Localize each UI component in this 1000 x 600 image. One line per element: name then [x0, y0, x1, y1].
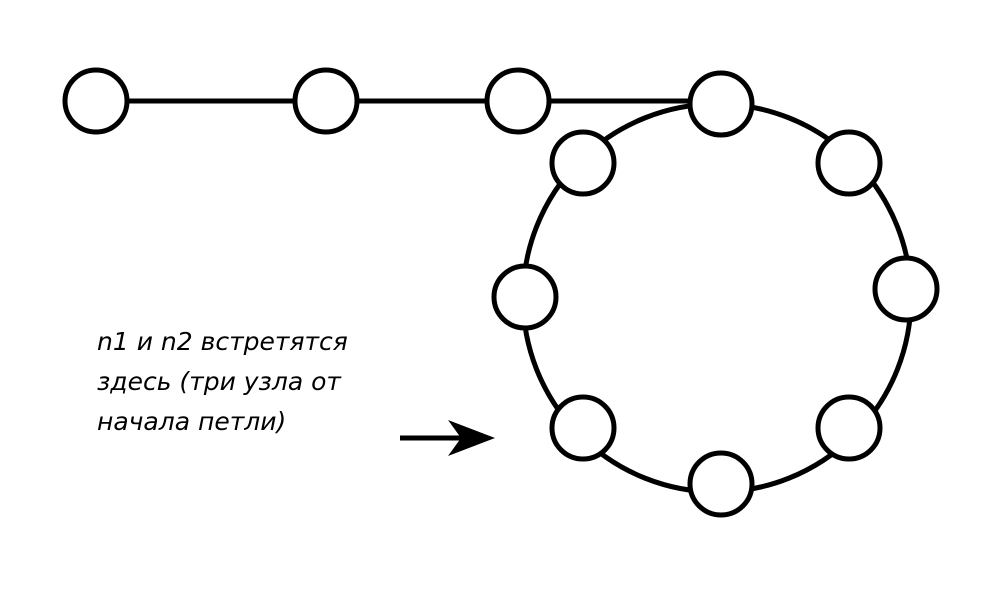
- meeting-point-caption: n1 и n2 встретятся здесь (три узла от на…: [97, 322, 437, 442]
- caption-line-2: здесь (три узла от: [97, 367, 341, 396]
- loop-node-top-right: [815, 129, 883, 197]
- loop-node-top: [687, 70, 755, 138]
- arrow-head: [448, 420, 495, 456]
- loop-node-left: [491, 263, 559, 331]
- list-node-1: [62, 67, 130, 135]
- loop-node-bottom-right: [815, 394, 883, 462]
- caption-line-1: n1 и n2 встретятся: [97, 327, 348, 356]
- pointer-arrow: [400, 420, 495, 456]
- loop-node-bottom: [687, 450, 755, 518]
- loop-nodes: [491, 70, 940, 518]
- list-node-3: [484, 67, 552, 135]
- list-nodes: [62, 67, 552, 135]
- caption-line-3: начала петли): [97, 407, 287, 436]
- list-node-2: [292, 67, 360, 135]
- loop-node-meeting-point: [549, 394, 617, 462]
- loop-node-right: [872, 255, 940, 323]
- loop-node-top-left: [549, 129, 617, 197]
